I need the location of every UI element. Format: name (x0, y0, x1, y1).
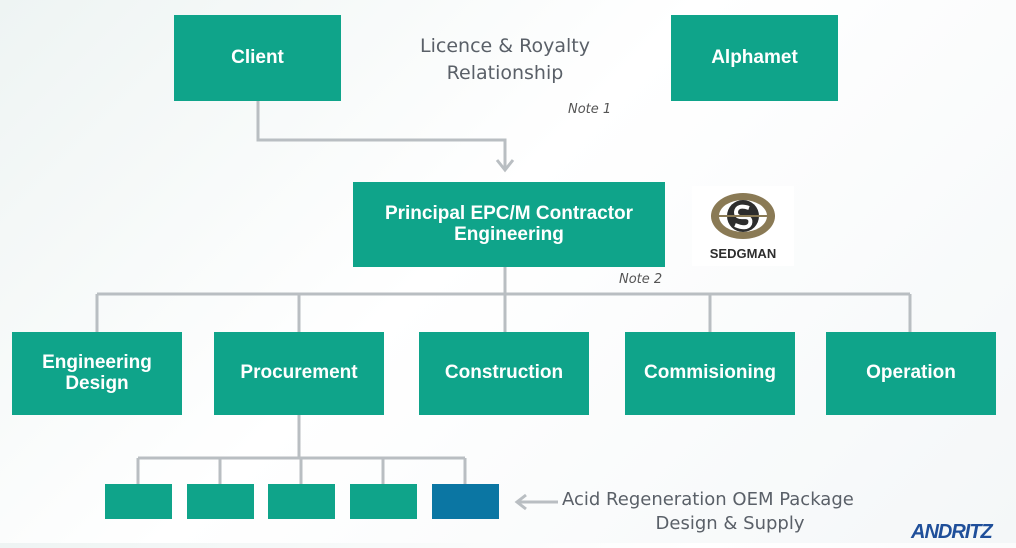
licence-royalty-label: Licence & Royalty Relationship (420, 35, 590, 84)
acid-regeneration-package-box (432, 484, 499, 519)
svg-text:ANDRITZ: ANDRITZ (910, 521, 994, 543)
sub-package-box (268, 484, 335, 519)
commisioning-box: Commisioning (625, 332, 795, 415)
sub-package-box (105, 484, 172, 519)
note-1: Note 1 (568, 102, 612, 117)
note-2: Note 2 (619, 272, 663, 287)
svg-text:SEDGMAN: SEDGMAN (710, 246, 776, 261)
client-box: Client (174, 15, 341, 101)
construction-box: Construction (419, 332, 589, 415)
procurement-box: Procurement (214, 332, 384, 415)
principal-contractor-box: Principal EPC/M Contractor Engineering (353, 182, 665, 267)
sedgman-logo: SEDGMAN (692, 186, 794, 266)
acid-regeneration-label-line1: Acid Regeneration OEM Package (562, 489, 854, 510)
acid-regeneration-label-line2: Design & Supply (655, 513, 805, 534)
sub-package-box (187, 484, 254, 519)
sub-package-box (350, 484, 417, 519)
engineering-design-box: Engineering Design (12, 332, 182, 415)
andritz-logo: ANDRITZ (906, 518, 1016, 543)
operation-box: Operation (826, 332, 996, 415)
alphamet-box: Alphamet (671, 15, 838, 101)
